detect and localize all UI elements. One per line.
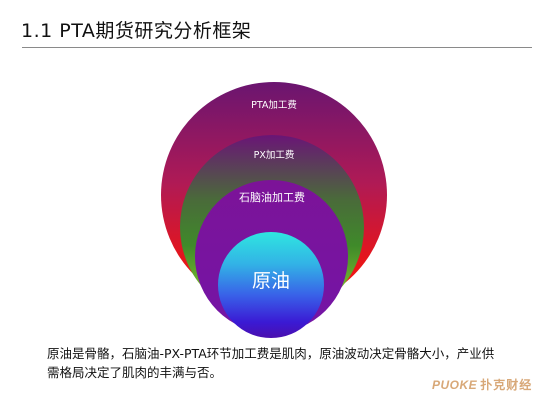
ring-label-px: PX加工费 (253, 150, 295, 161)
ring-label-pta: PTA加工费 (251, 100, 297, 111)
caption-text: 原油是骨骼，石脑油-PX-PTA环节加工费是肌肉，原油波动决定骨骼大小，产业供需… (47, 346, 495, 380)
brand-logo-latin: PUOKE (432, 378, 478, 392)
ring-label-crude-oil: 原油 (251, 270, 290, 292)
ring-crude-oil (218, 232, 324, 338)
slide-title: 1.1 PTA期货研究分析框架 (21, 20, 252, 42)
title-divider (22, 47, 532, 48)
ring-label-naphtha: 石脑油加工费 (239, 191, 305, 204)
brand-logo-cjk: 扑克财经 (480, 378, 533, 392)
